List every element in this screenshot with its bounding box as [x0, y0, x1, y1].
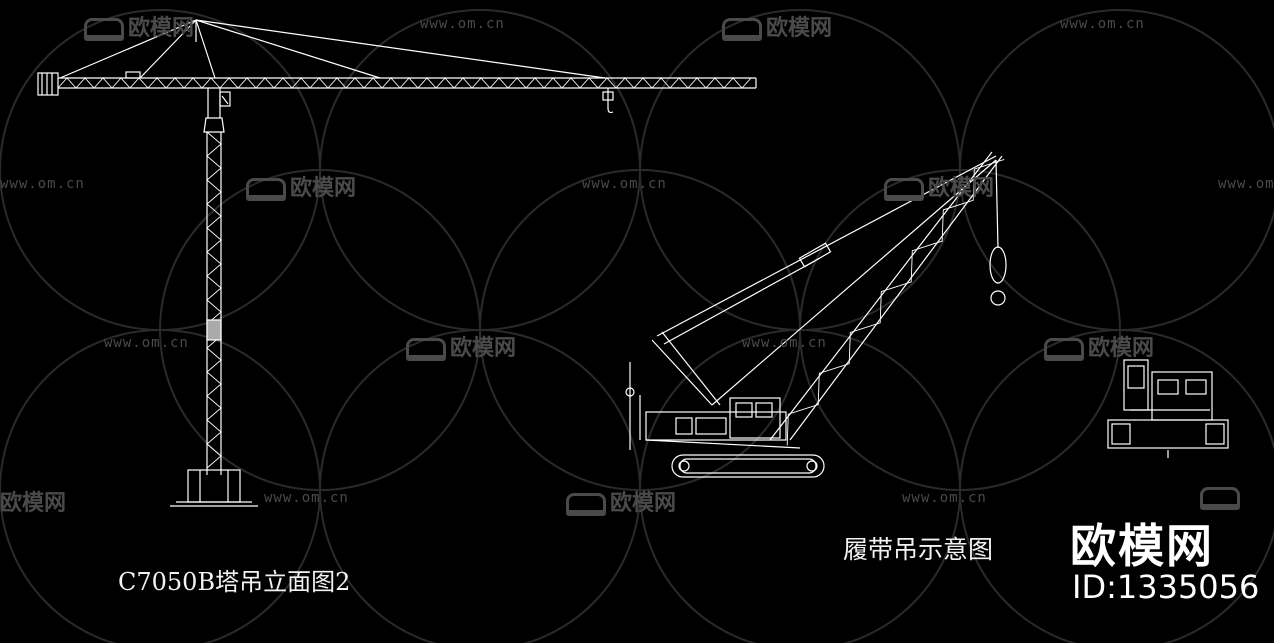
watermark-url: www.om.cn	[0, 176, 85, 192]
watermark-url: www.om.cn	[1060, 16, 1145, 32]
crawler-crane-side-view	[1107, 359, 1229, 458]
sofa-icon	[566, 492, 606, 516]
tower-crane	[37, 19, 757, 507]
watermark-url: www.om.cn	[582, 176, 667, 192]
tower-crane-caption: C7050B塔吊立面图2	[118, 568, 351, 596]
sofa-icon	[406, 337, 446, 361]
watermark-url: www.om.cn	[902, 490, 987, 506]
watermark-logo: 欧模网	[1044, 330, 1154, 362]
watermark-logo: 欧模网	[884, 170, 994, 202]
crawler-crane	[625, 151, 1007, 478]
watermark-circles	[0, 9, 1274, 643]
watermark-url: www.om.cn	[420, 16, 505, 32]
watermark-logo: 欧模网	[0, 491, 67, 516]
crawler-crane-caption: 履带吊示意图	[843, 535, 994, 564]
sofa-icon	[246, 177, 286, 201]
watermark-url: www.om.cn	[742, 335, 827, 351]
sofa-icon	[1044, 337, 1084, 361]
sofa-icon	[84, 17, 124, 41]
sofa-icon	[722, 17, 762, 41]
watermark-url: www.om.cn	[1218, 176, 1274, 192]
watermark-logo: 欧模网	[566, 485, 676, 517]
watermark-url: www.om.cn	[104, 335, 189, 351]
brand-logo: 欧模网	[1070, 519, 1214, 573]
watermark-logo: 欧模网	[84, 10, 194, 42]
watermark-logo: 欧模网	[406, 330, 516, 362]
watermark-logo	[1200, 485, 1244, 510]
sofa-icon	[1200, 486, 1240, 510]
watermark-url: www.om.cn	[264, 490, 349, 506]
brand-id: ID:1335056	[1072, 568, 1260, 606]
watermark-logo: 欧模网	[246, 170, 356, 202]
watermark-logo: 欧模网	[722, 10, 832, 42]
sofa-icon	[884, 177, 924, 201]
